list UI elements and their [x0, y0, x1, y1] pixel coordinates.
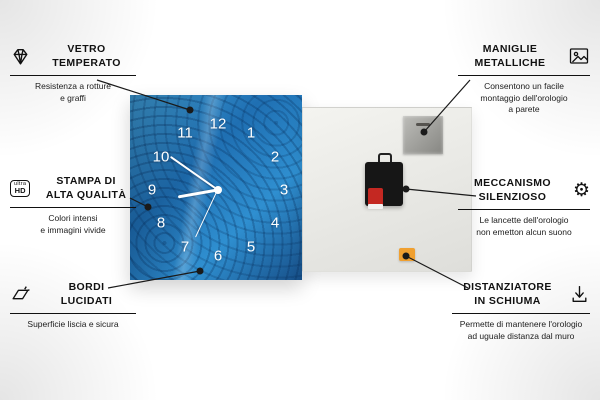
clock-number: 1	[246, 124, 256, 142]
clock-number: 9	[147, 181, 157, 199]
callout-desc: Consentono un facile montaggio dell'orol…	[480, 81, 568, 115]
callout-desc: Resistenza a rotture e graffi	[34, 81, 112, 103]
ultra-hd-icon-text: ultra	[14, 180, 27, 187]
ultra-hd-icon: ultra HD	[10, 179, 31, 197]
callout-vetro-temperato: VETRO TEMPERATO Resistenza a rotture e g…	[10, 42, 136, 104]
callout-desc: Le lancette dell'orologio non emetton al…	[476, 215, 572, 237]
battery	[368, 188, 383, 208]
callout-title: BORDI LUCIDATI	[60, 281, 113, 308]
clock-number: 7	[180, 238, 190, 256]
callout-distanziatore-schiuma: DISTANZIATORE IN SCHIUMA Permette di man…	[452, 280, 590, 342]
second-hand	[195, 189, 218, 238]
callout-desc: Superficie liscia e sicura	[27, 319, 119, 330]
clock-number: 10	[152, 148, 170, 166]
picture-frame-icon	[568, 46, 590, 66]
clock-number: 3	[279, 181, 289, 199]
gear-icon: ⚙	[572, 179, 590, 201]
callout-bordi-lucidati: BORDI LUCIDATI Superficie liscia e sicur…	[10, 280, 136, 331]
clock-number: 12	[209, 115, 227, 133]
callout-maniglie-metalliche: MANIGLIE METALLICHE Consentono un facile…	[458, 42, 590, 116]
ultra-hd-icon-text: HD	[14, 186, 26, 196]
spacer-arrow-icon	[569, 284, 590, 305]
hanger-slot	[416, 123, 430, 126]
callout-title: DISTANZIATORE IN SCHIUMA	[463, 281, 552, 308]
callout-desc: Colori intensi e immagini vivide	[40, 213, 106, 235]
metal-hanger-plate	[403, 116, 443, 154]
callout-title: MECCANISMO SILENZIOSO	[474, 177, 551, 204]
clock-back	[302, 107, 472, 272]
clock-front: 12 1 2 3 4 5 6 7 8 9 10 11	[130, 95, 302, 280]
callout-stampa-alta-qualita: ultra HD STAMPA DI ALTA QUALITÀ Colori i…	[10, 174, 136, 236]
minute-hand	[169, 155, 219, 191]
clock-number: 8	[156, 214, 166, 232]
callout-desc: Permette di mantenere l'orologio ad ugua…	[459, 319, 583, 341]
clock-number: 5	[246, 238, 256, 256]
clock-number: 11	[177, 124, 193, 142]
foam-spacer	[399, 248, 415, 261]
callout-title: VETRO TEMPERATO	[52, 43, 121, 70]
clock-number: 4	[270, 214, 280, 232]
clock-mechanism	[365, 153, 403, 212]
diamond-icon	[10, 46, 31, 67]
clock-number: 2	[270, 148, 280, 166]
polished-edge-icon	[10, 284, 31, 305]
clock-center-cap	[214, 186, 222, 194]
callout-meccanismo-silenzioso: ⚙ MECCANISMO SILENZIOSO Le lancette dell…	[458, 176, 590, 238]
callout-title: MANIGLIE METALLICHE	[474, 43, 546, 70]
hour-hand	[177, 188, 218, 199]
battery-label	[368, 204, 383, 209]
clock-number: 6	[213, 247, 223, 265]
callout-title: STAMPA DI ALTA QUALITÀ	[45, 175, 127, 202]
clock-product: 12 1 2 3 4 5 6 7 8 9 10 11	[130, 95, 472, 280]
